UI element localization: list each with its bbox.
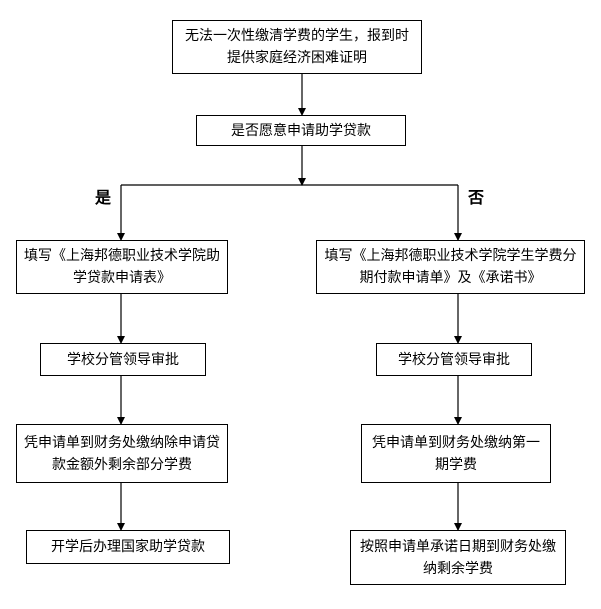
start-text: 无法一次性缴清学费的学生，报到时提供家庭经济困难证明: [185, 28, 409, 66]
yes-step1-text: 填写《上海邦德职业技术学院助学贷款申请表》: [24, 248, 220, 286]
yes-step1-box: 填写《上海邦德职业技术学院助学贷款申请表》: [16, 240, 228, 294]
yes-step3-text: 凭申请单到财务处缴纳除申请贷款金额外剩余部分学费: [24, 434, 220, 473]
yes-step3-box: 凭申请单到财务处缴纳除申请贷款金额外剩余部分学费: [16, 424, 228, 483]
no-step2-text: 学校分管领导审批: [398, 351, 510, 368]
yes-step2-box: 学校分管领导审批: [40, 343, 206, 376]
yes-label: 是: [95, 188, 112, 207]
no-step1-box: 填写《上海邦德职业技术学院学生学费分期付款申请单》及《承诺书》: [316, 240, 585, 294]
yes-step2-text: 学校分管领导审批: [67, 351, 179, 368]
no-step3-text: 凭申请单到财务处缴纳第一期学费: [372, 434, 540, 473]
no-label: 否: [468, 188, 485, 207]
question-box: 是否愿意申请助学贷款: [196, 115, 406, 146]
no-step4-text: 按照申请单承诺日期到财务处缴纳剩余学费: [360, 538, 556, 577]
no-step3-box: 凭申请单到财务处缴纳第一期学费: [361, 424, 551, 483]
question-text: 是否愿意申请助学贷款: [231, 122, 371, 139]
yes-step4-text: 开学后办理国家助学贷款: [51, 539, 205, 555]
no-step2-box: 学校分管领导审批: [376, 343, 532, 376]
no-step1-text: 填写《上海邦德职业技术学院学生学费分期付款申请单》及《承诺书》: [324, 248, 577, 286]
start-box: 无法一次性缴清学费的学生，报到时提供家庭经济困难证明: [172, 20, 422, 74]
no-step4-box: 按照申请单承诺日期到财务处缴纳剩余学费: [350, 530, 566, 585]
yes-step4-box: 开学后办理国家助学贷款: [26, 530, 230, 564]
